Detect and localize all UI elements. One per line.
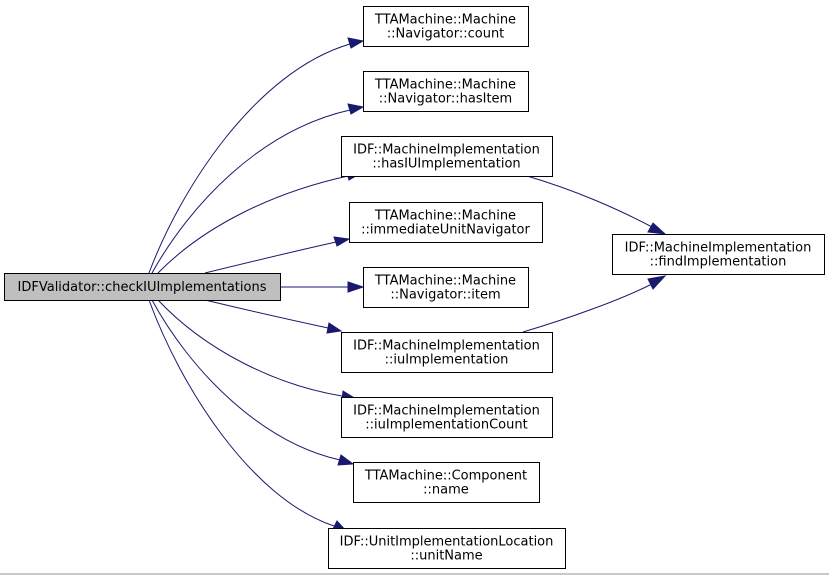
node-label-line: IDF::MachineImplementation — [353, 143, 540, 158]
node-label-line: ::iuImplementation — [385, 353, 509, 368]
node-label-line: IDF::UnitImplementationLocation — [340, 535, 554, 550]
node-label-line: IDFValidator::checkIUImplementations — [18, 280, 267, 295]
edge-line — [148, 299, 335, 527]
node-item[interactable]: TTAMachine::Machine::Navigator::item — [363, 267, 529, 308]
node-label-line: ::Navigator::hasItem — [379, 92, 512, 107]
node-box[interactable] — [363, 6, 529, 47]
edge-line — [151, 299, 341, 461]
node-box[interactable] — [363, 267, 529, 308]
edge-hasIU-to-findImpl — [526, 175, 667, 235]
node-hasIU[interactable]: IDF::MachineImplementation::hasIUImpleme… — [341, 136, 553, 177]
arrowhead-icon — [647, 275, 667, 290]
edge-root-to-iuImpl — [204, 299, 343, 334]
edge-line — [204, 299, 329, 329]
node-box[interactable] — [341, 397, 553, 438]
node-label-line: TTAMachine::Machine — [374, 274, 516, 289]
arrowhead-icon — [333, 236, 351, 247]
node-box[interactable] — [612, 234, 825, 275]
node-immediate[interactable]: TTAMachine::Machine::immediateUnitNaviga… — [349, 202, 543, 243]
edge-iuImpl-to-findImpl — [522, 275, 667, 333]
edge-line — [522, 283, 653, 333]
node-label-line: TTAMachine::Component — [364, 469, 527, 484]
node-label-line: IDF::MachineImplementation — [353, 339, 540, 354]
node-label-line: TTAMachine::Machine — [374, 209, 516, 224]
arrowhead-icon — [347, 103, 365, 115]
node-label-line: IDF::MachineImplementation — [625, 241, 812, 256]
edge-root-to-hasIU — [157, 169, 363, 274]
bottom-border — [0, 573, 829, 575]
node-box[interactable] — [349, 202, 543, 243]
arrowhead-icon — [326, 322, 343, 334]
node-box[interactable] — [363, 71, 529, 112]
edge-root-to-immediate — [204, 236, 351, 274]
node-label-line: ::unitName — [410, 549, 482, 564]
edge-root-to-iuCount — [157, 299, 358, 402]
edge-line — [157, 175, 349, 274]
edges-layer — [148, 37, 667, 533]
node-box[interactable] — [328, 528, 566, 569]
edge-line — [148, 43, 351, 274]
node-label-line: ::immediateUnitNavigator — [361, 223, 530, 238]
arrowhead-icon — [347, 281, 365, 293]
edge-root-to-name — [151, 299, 355, 466]
edge-line — [204, 241, 337, 274]
node-hasItem[interactable]: TTAMachine::Machine::Navigator::hasItem — [363, 71, 529, 112]
edge-line — [526, 175, 653, 228]
edge-line — [157, 299, 343, 397]
edge-root-to-count — [148, 37, 365, 274]
node-label-line: ::name — [423, 483, 469, 498]
node-box[interactable] — [341, 332, 553, 373]
arrowhead-icon — [347, 37, 365, 49]
node-label-line: ::findImplementation — [650, 255, 787, 270]
node-box[interactable] — [353, 462, 540, 503]
node-iuCount[interactable]: IDF::MachineImplementation::iuImplementa… — [341, 397, 553, 438]
node-label-line: TTAMachine::Machine — [374, 13, 516, 28]
node-label-line: IDF::MachineImplementation — [353, 404, 540, 419]
node-label-line: TTAMachine::Machine — [374, 78, 516, 93]
node-label-line: ::Navigator::count — [387, 27, 505, 42]
node-label-line: ::iuImplementationCount — [365, 418, 527, 433]
node-label-line: ::Navigator::item — [390, 288, 500, 303]
edge-root-to-hasItem — [151, 103, 365, 274]
arrowhead-icon — [337, 454, 355, 466]
node-unitName[interactable]: IDF::UnitImplementationLocation::unitNam… — [328, 528, 566, 569]
node-name[interactable]: TTAMachine::Component::name — [353, 462, 540, 503]
node-box[interactable] — [341, 136, 553, 177]
node-label-line: ::hasIUImplementation — [372, 157, 520, 172]
node-iuImpl[interactable]: IDF::MachineImplementation::iuImplementa… — [341, 332, 553, 373]
arrowhead-icon — [647, 222, 667, 235]
node-root[interactable]: IDFValidator::checkIUImplementations — [4, 273, 281, 301]
root-node-box[interactable] — [4, 273, 281, 301]
node-findImpl[interactable]: IDF::MachineImplementation::findImplemen… — [612, 234, 825, 275]
node-count[interactable]: TTAMachine::Machine::Navigator::count — [363, 6, 529, 47]
nodes-layer: IDFValidator::checkIUImplementationsTTAM… — [4, 6, 825, 569]
edge-root-to-unitName — [148, 299, 349, 533]
edge-line — [151, 109, 351, 274]
edge-root-to-item — [280, 281, 365, 293]
